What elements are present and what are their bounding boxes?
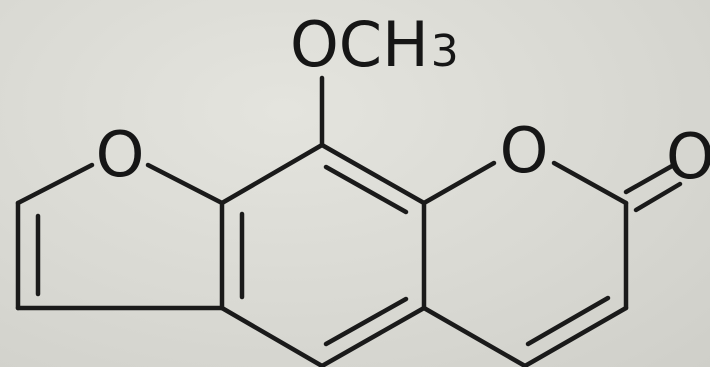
bond-pyrone-lower-right-double-inner <box>525 295 611 347</box>
furan-oxygen-label: O <box>96 118 145 191</box>
bond-benzene-upper-right-double-inner <box>323 164 409 215</box>
bond-furan-o-to-c <box>15 162 95 206</box>
bond-pyrone-lower-left <box>421 305 528 367</box>
methoxy-main-text: OCH <box>290 8 429 81</box>
bond-benzene-lower-left <box>219 305 325 367</box>
bond-benzene-lower-right <box>319 305 427 367</box>
methoxy-label: OCH3 <box>290 8 459 81</box>
carbonyl-oxygen-label: O <box>666 120 710 193</box>
bond-pyrone-o-to-c <box>551 160 629 206</box>
bond-furan-o-to-ring <box>145 162 225 206</box>
bond-benzene-upper-right <box>319 142 427 206</box>
bond-benzene-lower-right-double-inner <box>323 296 409 347</box>
bond-pyrone-lower-right <box>522 305 629 367</box>
bond-carbonyl-1 <box>623 163 675 195</box>
bond-carbonyl-2 <box>633 181 683 213</box>
bond-pyrone-ring-to-o <box>421 160 497 206</box>
methoxy-subscript-text: 3 <box>431 26 459 77</box>
bond-benzene-upper-left <box>219 142 325 206</box>
pyrone-oxygen-label: O <box>500 114 549 187</box>
